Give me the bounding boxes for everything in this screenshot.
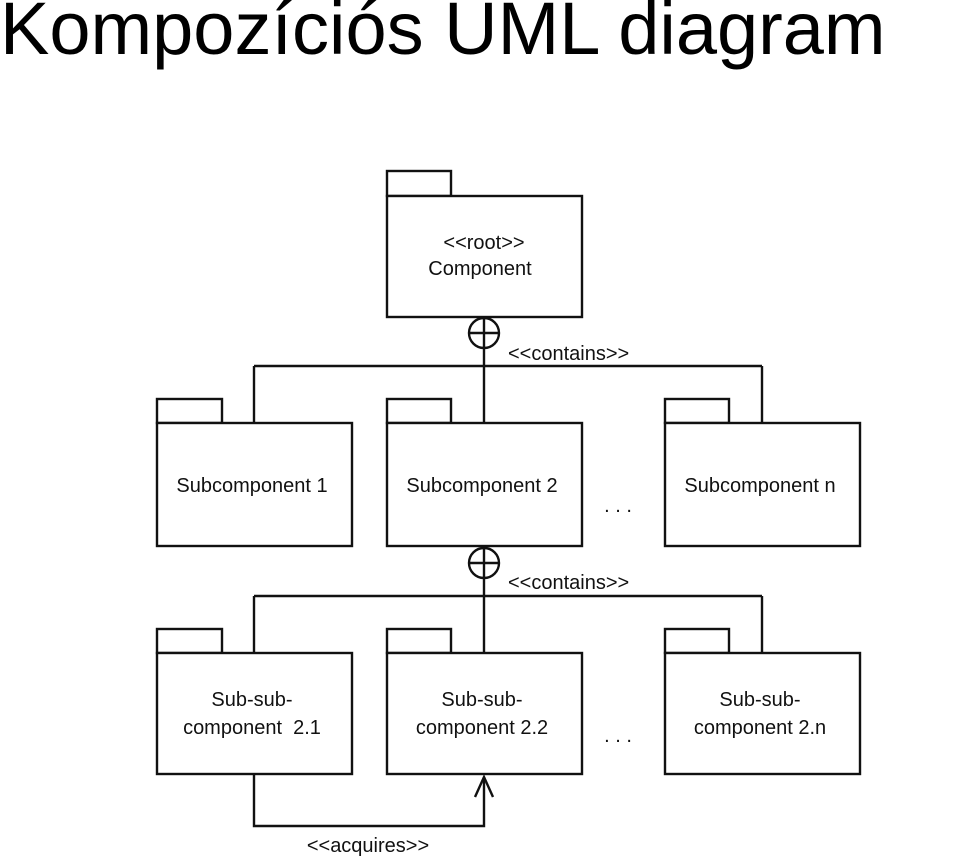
package-body: [155, 651, 354, 776]
package-label: Subcomponent 1: [176, 475, 327, 497]
contains-label-bottom: <<contains>>: [508, 572, 629, 594]
arrow-head-icon: [473, 774, 495, 798]
package-label-line1: Sub-sub-: [719, 689, 800, 711]
package-sub-sub-component-2-1: Sub-sub- component 2.1: [155, 627, 354, 776]
package-sub-sub-component-2-2: Sub-sub- component 2.2: [385, 627, 584, 776]
package-body: [155, 421, 354, 548]
acquires-label: <<acquires>>: [307, 835, 429, 857]
composition-connector-bottom: <<contains>>: [252, 546, 764, 653]
package-label: Subcomponent 2: [406, 475, 557, 497]
root-stereotype: <<root>>: [443, 232, 524, 254]
package-tab: [385, 397, 453, 425]
package-subcomponent-1: Subcomponent 1: [155, 397, 354, 548]
package-body: [385, 421, 584, 548]
package-body: [663, 421, 862, 548]
package-label-line1: Sub-sub-: [211, 689, 292, 711]
dependency-line: [252, 774, 486, 828]
package-tab: [663, 627, 731, 655]
package-tab: [385, 169, 453, 198]
ellipsis-level1: . . .: [604, 495, 632, 517]
package-body: [663, 651, 862, 776]
package-subcomponent-n: Subcomponent n: [663, 397, 862, 548]
root-name: Component: [428, 258, 532, 280]
package-label-line2: component 2.2: [416, 717, 548, 739]
page-title: Kompozíciós UML diagram: [0, 0, 886, 70]
contains-label-top: <<contains>>: [508, 343, 629, 365]
package-label-line1: Sub-sub-: [441, 689, 522, 711]
acquires-dependency: <<acquires>>: [252, 774, 495, 857]
package-tab: [663, 397, 731, 425]
package-body: [385, 194, 584, 319]
package-label-line2: component 2.n: [694, 717, 826, 739]
package-tab: [385, 627, 453, 655]
composition-connector-top: <<contains>>: [252, 316, 764, 423]
package-tab: [155, 627, 224, 655]
package-body: [385, 651, 584, 776]
package-label: Subcomponent n: [684, 475, 835, 497]
package-subcomponent-2: Subcomponent 2: [385, 397, 584, 548]
package-root-component: <<root>> Component: [385, 169, 584, 319]
package-sub-sub-component-2-n: Sub-sub- component 2.n: [663, 627, 862, 776]
package-tab: [155, 397, 224, 425]
ellipsis-level2: . . .: [604, 725, 632, 747]
package-label-line2: component 2.1: [183, 717, 321, 739]
